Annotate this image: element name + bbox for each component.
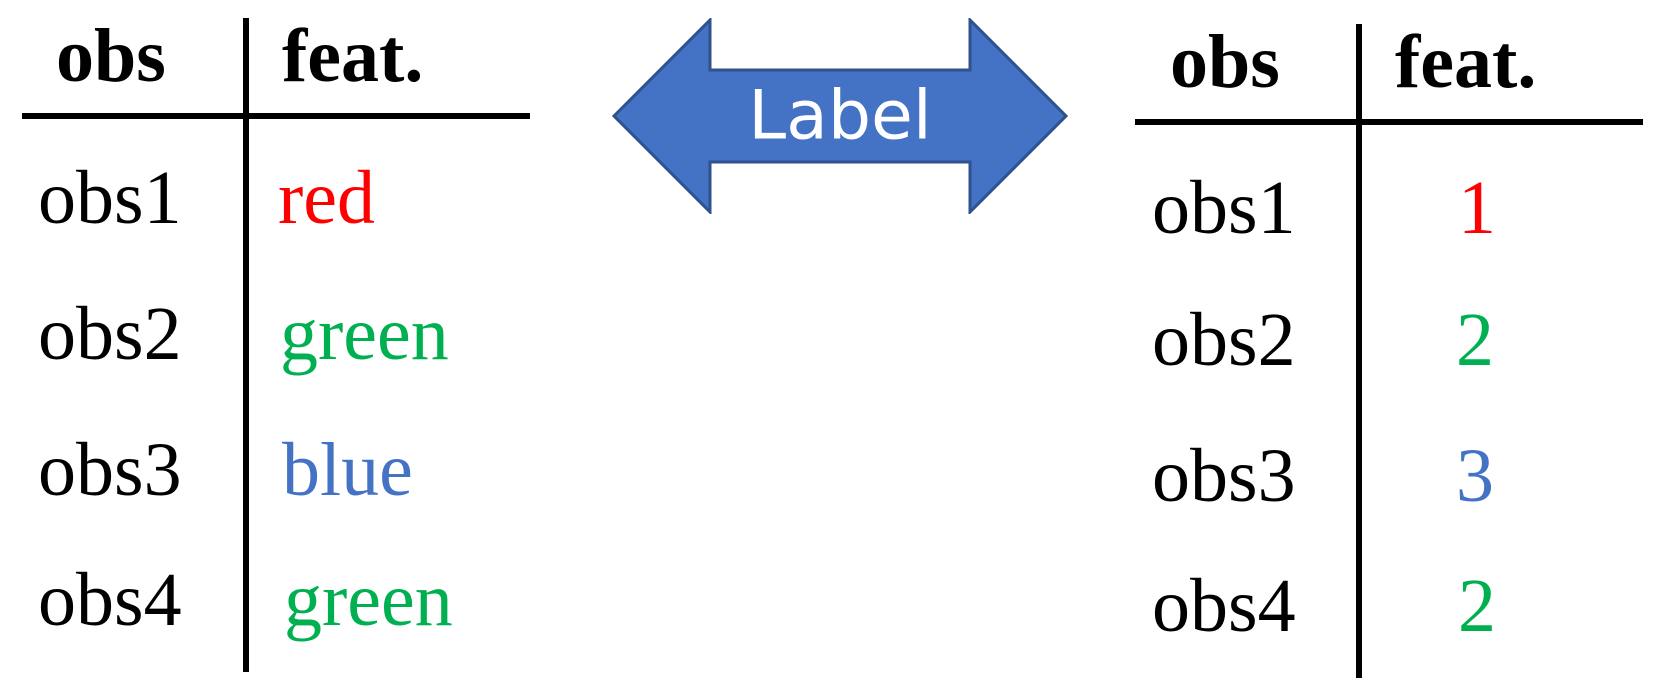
right-row-4-obs: obs4 <box>1152 564 1296 648</box>
right-row-2-feat: 2 <box>1456 298 1494 382</box>
right-row-4-feat: 2 <box>1458 564 1496 648</box>
left-row-2-feat: green <box>280 292 449 376</box>
left-header-feat: feat. <box>282 14 424 98</box>
left-row-1-feat: red <box>278 156 376 240</box>
left-row-3-feat: blue <box>282 428 413 512</box>
double-headed-arrow-icon: Label <box>612 18 1068 214</box>
left-row-4-obs: obs4 <box>38 558 182 642</box>
left-row-2-obs: obs2 <box>38 292 182 376</box>
right-column-divider <box>1356 24 1362 678</box>
right-row-3-feat: 3 <box>1456 434 1494 518</box>
right-row-1-obs: obs1 <box>1152 166 1296 250</box>
right-header-obs: obs <box>1170 20 1280 104</box>
left-row-1-obs: obs1 <box>38 156 182 240</box>
right-header-rule <box>1135 119 1643 125</box>
left-row-3-obs: obs3 <box>38 428 182 512</box>
double-headed-arrow: Label <box>612 18 1068 214</box>
right-row-3-obs: obs3 <box>1152 434 1296 518</box>
left-row-4-feat: green <box>284 558 453 642</box>
right-row-1-feat: 1 <box>1458 166 1496 250</box>
left-header-obs: obs <box>56 14 166 98</box>
arrow-shape <box>612 18 1068 214</box>
arrow-label: Label <box>748 77 931 156</box>
left-column-divider <box>243 18 249 672</box>
right-header-feat: feat. <box>1395 20 1537 104</box>
right-row-2-obs: obs2 <box>1152 298 1296 382</box>
left-header-rule <box>22 113 530 119</box>
